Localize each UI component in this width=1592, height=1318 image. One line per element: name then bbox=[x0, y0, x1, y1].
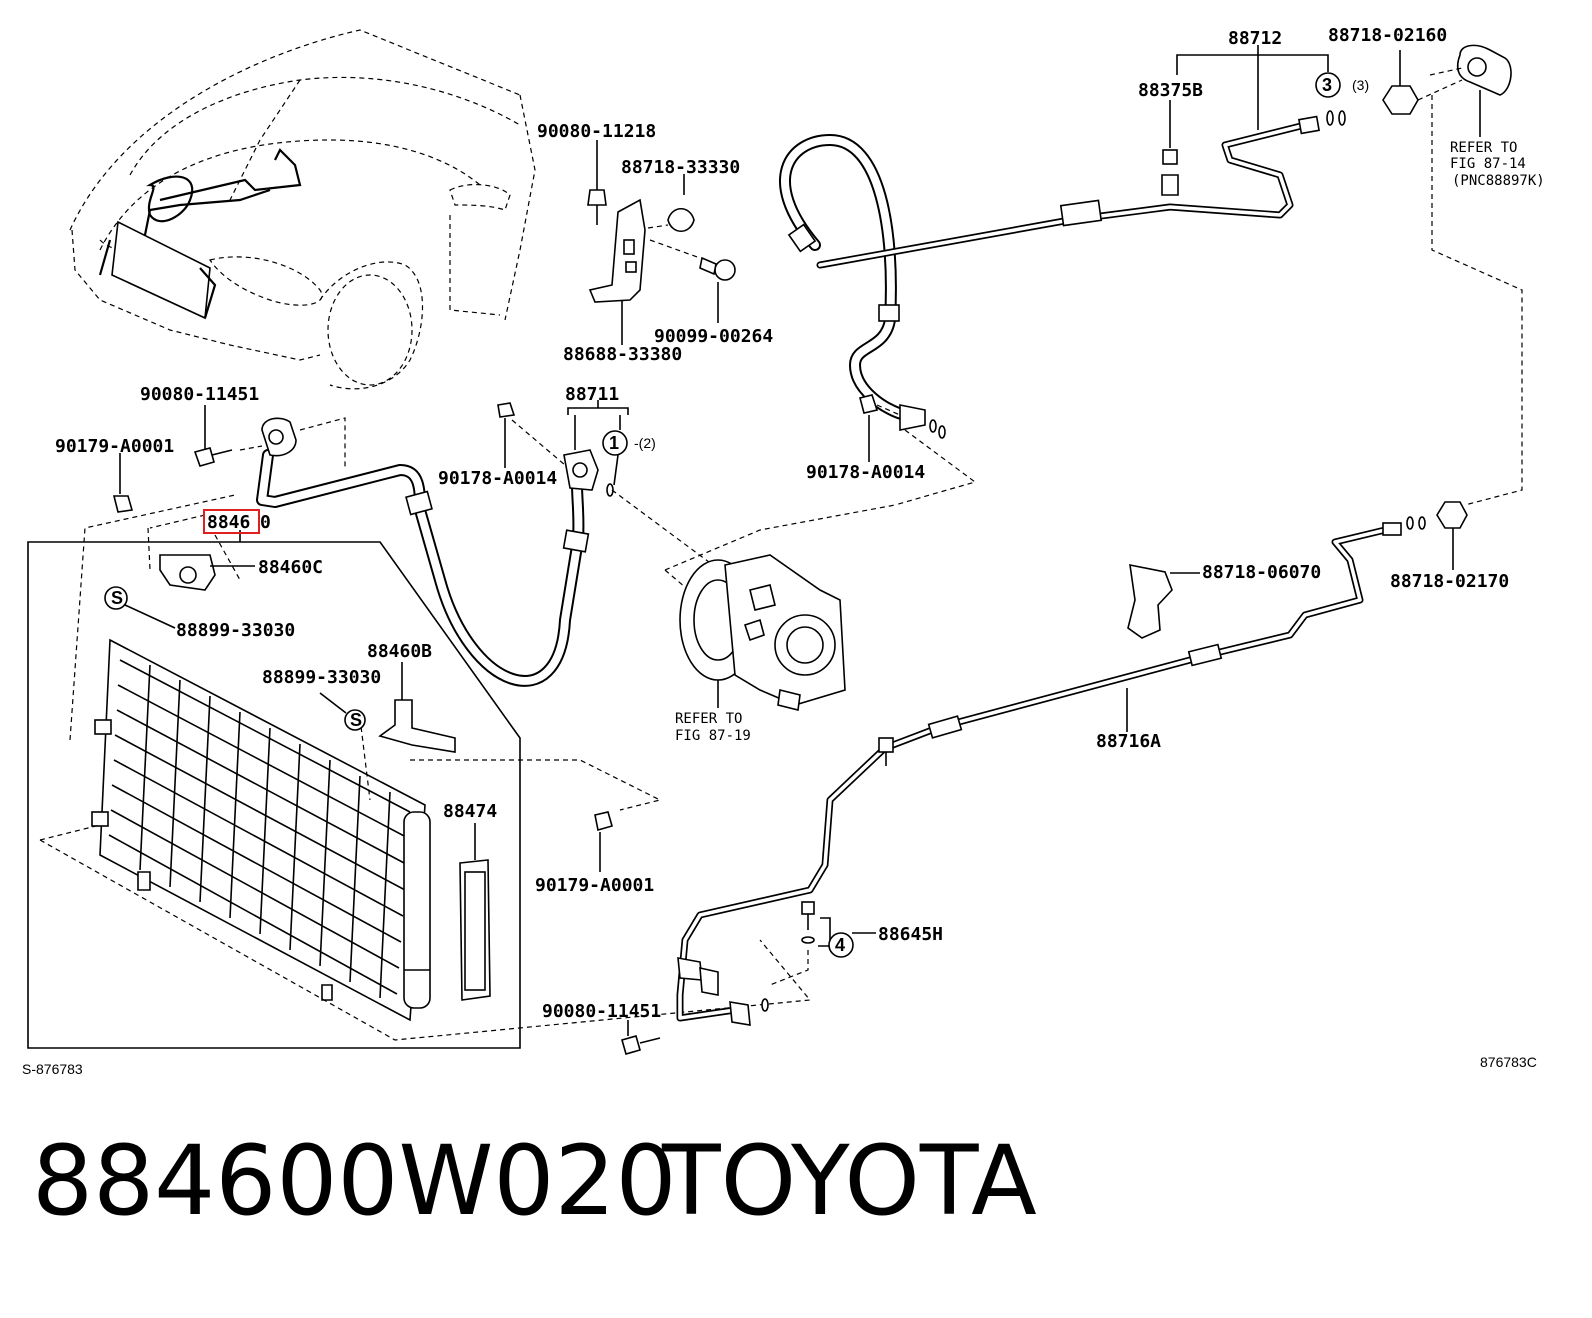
nut-90179-top bbox=[112, 453, 134, 513]
refer-87-14-line3: (PNC88897K) bbox=[1452, 173, 1545, 189]
refer-87-19-line1: REFER TO bbox=[675, 711, 742, 727]
hose-88711 bbox=[256, 400, 761, 687]
label-88899-33030-b: 88899-33030 bbox=[262, 667, 381, 688]
brand-title: TOYOTA bbox=[662, 1125, 1037, 1237]
label-88711: 88711 bbox=[565, 384, 619, 405]
car-illustration bbox=[69, 29, 536, 390]
bolt-90178-right bbox=[859, 394, 901, 462]
part-labels: 90080-11218 88718-33330 90099-00264 8868… bbox=[22, 25, 1545, 1077]
label-88688-33380: 88688-33380 bbox=[563, 344, 682, 365]
label-88718-06070: 88718-06070 bbox=[1202, 562, 1321, 583]
label-90080-11451-top: 90080-11451 bbox=[140, 384, 259, 405]
compressor bbox=[664, 504, 896, 711]
callout-3-qty: (3) bbox=[1352, 77, 1369, 93]
callout-4-number: 4 bbox=[835, 935, 845, 955]
callout-circle-1 bbox=[602, 430, 628, 456]
tube-88716A bbox=[621, 501, 1468, 1055]
label-88460B: 88460B bbox=[367, 641, 432, 662]
refer-87-14-line2: FIG 87-14 bbox=[1450, 156, 1526, 172]
label-90099-00264: 90099-00264 bbox=[654, 326, 773, 347]
label-90080-11218: 90080-11218 bbox=[537, 121, 656, 142]
callout-1-qty: -(2) bbox=[634, 435, 656, 451]
diagram-code-right: 876783C bbox=[1480, 1054, 1537, 1070]
callout-circle-3 bbox=[1315, 72, 1341, 98]
bracket-88688-assembly bbox=[587, 140, 736, 345]
label-90179-A0001-top: 90179-A0001 bbox=[55, 436, 174, 457]
s-mark-1: S bbox=[111, 588, 123, 608]
label-88718-02170: 88718-02170 bbox=[1390, 571, 1509, 592]
label-88460-rest: 0 bbox=[260, 512, 271, 533]
condenser-assembly-box bbox=[27, 494, 812, 1049]
highlight-box bbox=[203, 509, 260, 534]
refer-87-19-line2: FIG 87-19 bbox=[675, 728, 751, 744]
label-88716A: 88716A bbox=[1096, 731, 1161, 752]
s-mark-2: S bbox=[350, 710, 362, 730]
callout-circle-4 bbox=[828, 932, 854, 958]
label-88645H: 88645H bbox=[878, 924, 943, 945]
diagram-code-left: S-876783 bbox=[22, 1061, 83, 1077]
callout-3-number: 3 bbox=[1322, 75, 1332, 95]
part-number-title: 884600W020 bbox=[32, 1125, 677, 1237]
label-90179-A0001-bottom: 90179-A0001 bbox=[535, 875, 654, 896]
label-88718-33330: 88718-33330 bbox=[621, 157, 740, 178]
refer-87-14-line1: REFER TO bbox=[1450, 140, 1517, 156]
label-88899-33030-a: 88899-33030 bbox=[176, 620, 295, 641]
condenser-fins bbox=[108, 659, 411, 999]
callout-1-number: 1 bbox=[609, 433, 619, 453]
label-88460-highlighted: 8846 bbox=[207, 512, 250, 533]
hose-88712 bbox=[779, 44, 1523, 506]
label-88375B: 88375B bbox=[1138, 80, 1203, 101]
label-88474: 88474 bbox=[443, 801, 497, 822]
label-88460C: 88460C bbox=[258, 557, 323, 578]
label-90178-A0014-right: 90178-A0014 bbox=[806, 462, 925, 483]
label-88712: 88712 bbox=[1228, 28, 1282, 49]
label-88718-02160: 88718-02160 bbox=[1328, 25, 1447, 46]
nut-90179-bottom bbox=[594, 811, 613, 872]
label-90080-11451-bottom: 90080-11451 bbox=[542, 1001, 661, 1022]
bolt-90080-11451 bbox=[193, 405, 263, 467]
label-90178-A0014-left: 90178-A0014 bbox=[438, 468, 557, 489]
